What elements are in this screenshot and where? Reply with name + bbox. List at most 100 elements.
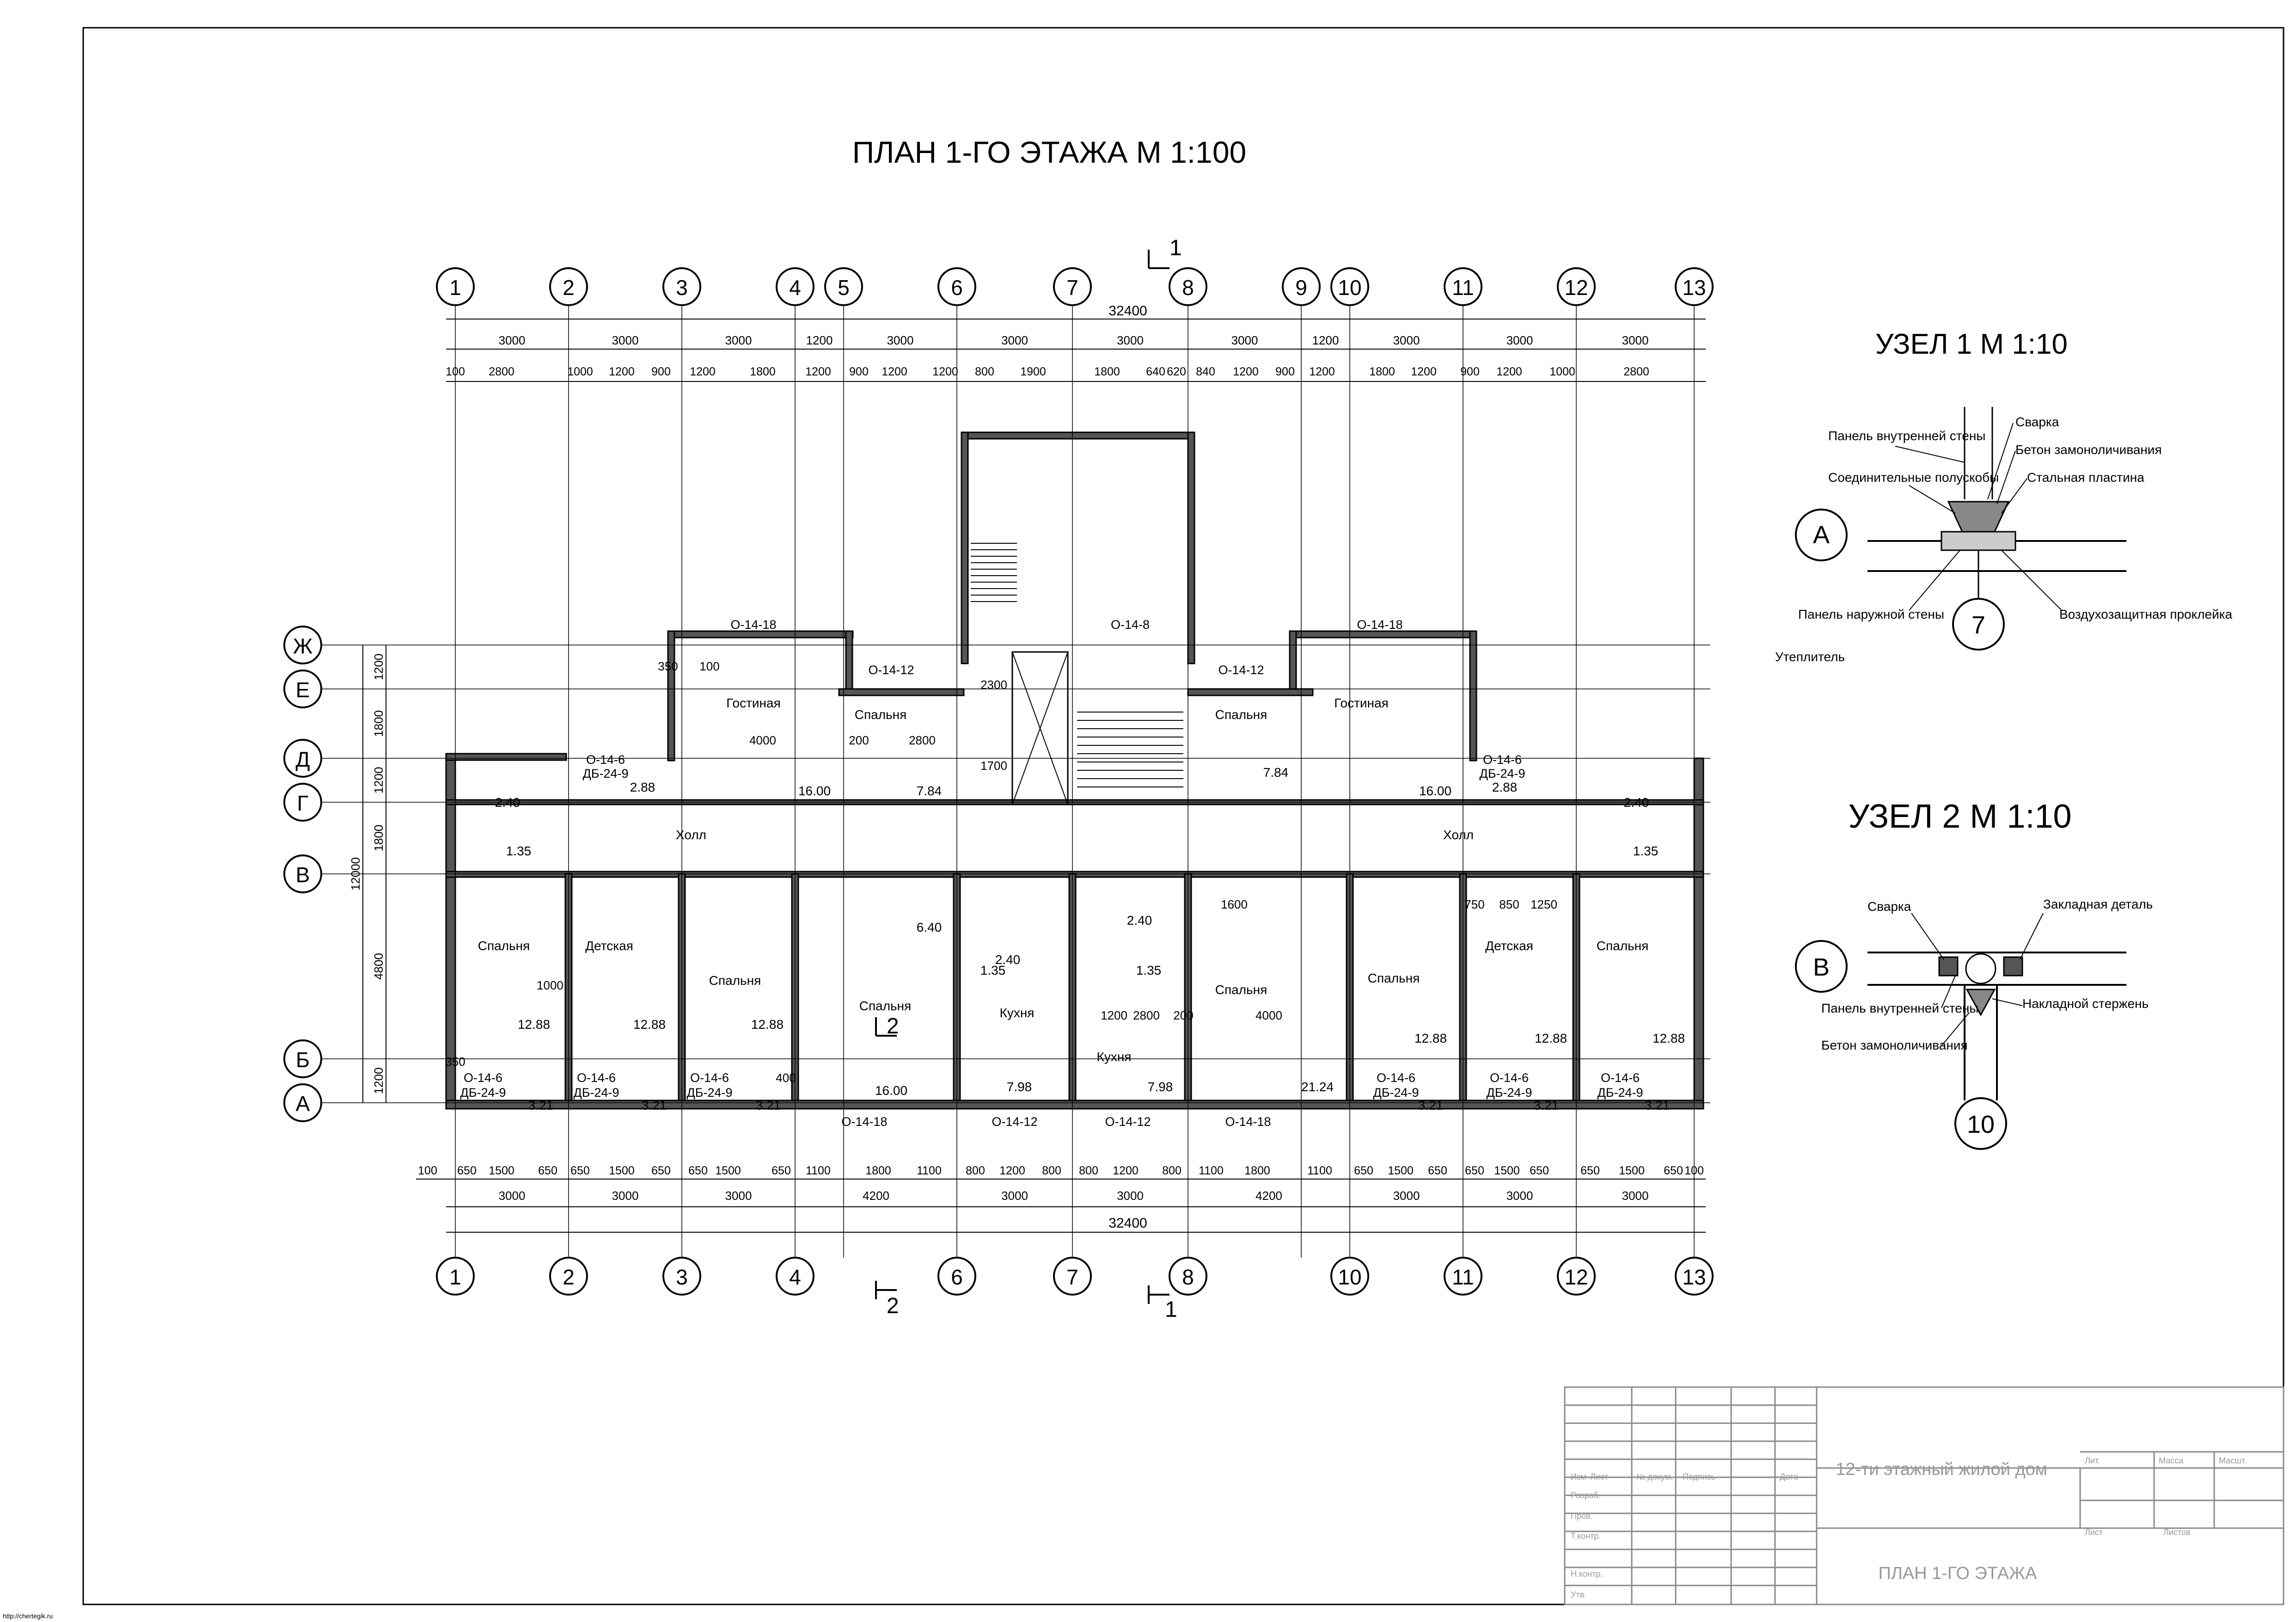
- node-2-plate-left: [1938, 956, 1959, 977]
- title-block-sheet-title: ПЛАН 1-ГО ЭТАЖА: [1879, 1564, 2038, 1583]
- dim-top1-10: 3000: [1506, 333, 1533, 347]
- wall-right: [1693, 757, 1704, 1106]
- area-label-8: 2.40: [1624, 795, 1649, 810]
- wall-top-seg-1: [445, 753, 567, 761]
- dim-bottom1-19: 1100: [1199, 1164, 1224, 1177]
- dim-top1-2: 3000: [725, 333, 752, 347]
- dim-top1-3: 1200: [806, 333, 833, 347]
- area-label-21: 16.00: [875, 1083, 907, 1098]
- wall-stair-left: [961, 431, 969, 664]
- dim-top2-16: 840: [1196, 365, 1215, 378]
- dim-top2-0: 100: [446, 365, 465, 378]
- node-1-axis-label: А: [1813, 521, 1830, 549]
- dim-bottom1-22: 650: [1354, 1164, 1373, 1177]
- dim-bottom1-7: 650: [688, 1164, 708, 1177]
- dim-top1-0: 3000: [499, 333, 526, 347]
- dim-bottom1-15: 800: [1042, 1164, 1061, 1177]
- dim-bottom2-8: 3000: [1506, 1189, 1533, 1203]
- window-db249-b3: ДБ-24-9: [686, 1086, 732, 1100]
- dim-top2-22: 900: [1460, 365, 1480, 378]
- axis-label-top-0: 1: [449, 276, 461, 300]
- window-db249-b1: ДБ-24-9: [460, 1086, 506, 1100]
- area-label-22: 7.98: [1007, 1080, 1032, 1094]
- axis-label-top-9: 10: [1338, 276, 1361, 300]
- wall-stair-top: [961, 431, 1194, 440]
- dim-bottom1-0: 100: [418, 1164, 437, 1177]
- sheet-frame: [82, 27, 2284, 1605]
- axis-label-left-2: Д: [295, 747, 310, 771]
- window-o1412-top-left: О-14-12: [868, 663, 914, 677]
- axis-label-top-5: 6: [951, 276, 963, 300]
- dim-bottom2-9: 3000: [1622, 1189, 1649, 1203]
- misc-dim-8: 750: [1464, 897, 1484, 911]
- axis-marker-bottom-0: [436, 1257, 475, 1296]
- node-2-title: УЗЕЛ 2 М 1:10: [1848, 798, 2071, 835]
- dim-bottom1-31: 100: [1684, 1164, 1704, 1177]
- axis-label-bottom-9: 12: [1564, 1265, 1588, 1289]
- node-1-joint: [1947, 501, 2010, 533]
- area-label-3: 16.00: [798, 784, 831, 798]
- area-label-13: 2.40: [1127, 913, 1152, 928]
- area-label-25: 3.21: [1418, 1098, 1444, 1112]
- title-block-row-prov: Пров.: [1571, 1511, 1593, 1521]
- misc-dim-2: 4000: [749, 733, 776, 747]
- dim-bottom1-25: 650: [1465, 1164, 1484, 1177]
- axis-label-top-8: 9: [1295, 276, 1307, 300]
- room-bedroom-top-left: Спальня: [855, 707, 907, 722]
- dim-bottom1-2: 1500: [489, 1164, 514, 1177]
- area-label-19: 12.88: [1535, 1031, 1567, 1045]
- room-kitchen-left: Кухня: [1000, 1006, 1035, 1020]
- title-block-sheet-label: Лист: [2085, 1528, 2103, 1537]
- misc-dim-10: 1250: [1531, 897, 1557, 911]
- section-2-label-mid: 2: [887, 1014, 899, 1038]
- dim-bottom2-2: 3000: [725, 1189, 752, 1203]
- dim-bottom1-17: 1200: [1113, 1164, 1139, 1177]
- dim-top2-11: 800: [975, 365, 994, 378]
- axis-marker-bottom-1: [549, 1257, 588, 1296]
- node-1-number-label: 7: [1971, 611, 1985, 639]
- area-label-28: 3.21: [528, 1098, 554, 1112]
- dim-top2-21: 1200: [1411, 365, 1437, 378]
- axis-label-bottom-0: 1: [449, 1265, 461, 1289]
- dim-bottom1-4: 650: [570, 1164, 590, 1177]
- dim-bottom1-26: 1500: [1494, 1164, 1520, 1177]
- dim-top2-7: 1200: [805, 365, 831, 378]
- dim-top2-17: 1200: [1233, 365, 1259, 378]
- window-o1412-bottom-right: О-14-12: [1105, 1115, 1151, 1129]
- axis-marker-bottom-9: [1557, 1257, 1596, 1296]
- node-2-number-marker: [1954, 1097, 2007, 1150]
- window-o146-right: О-14-6: [1483, 753, 1522, 767]
- axis-marker-top-10: [1444, 267, 1482, 306]
- wall-bottom: [445, 1100, 1704, 1110]
- window-o146-b1: О-14-6: [464, 1071, 502, 1085]
- window-o146-b5: О-14-6: [1490, 1071, 1529, 1085]
- axis-label-left-6: А: [296, 1092, 310, 1116]
- title-block-row-utv: Утв.: [1571, 1590, 1586, 1599]
- wall-stair-right: [1187, 431, 1195, 664]
- window-db249-b6: ДБ-24-9: [1597, 1086, 1643, 1100]
- dim-bottom1-21: 1100: [1307, 1164, 1332, 1177]
- axis-label-bottom-2: 3: [676, 1265, 688, 1289]
- misc-dim-0: 350: [658, 659, 678, 673]
- window-o1418-bottom-right: О-14-18: [1225, 1115, 1271, 1129]
- dim-bottom1-10: 1100: [806, 1164, 831, 1177]
- window-o148-top: О-14-8: [1111, 618, 1150, 632]
- axis-marker-top-12: [1675, 267, 1714, 306]
- dim-bottom1-1: 650: [457, 1164, 477, 1177]
- axis-marker-bottom-5: [1053, 1257, 1092, 1296]
- misc-dim-16: 200: [1173, 1008, 1193, 1022]
- elevator-shaft-1: [1011, 651, 1069, 805]
- axis-marker-top-2: [662, 267, 701, 306]
- dim-top1-11: 3000: [1622, 333, 1649, 347]
- dim-top2-20: 1800: [1369, 365, 1395, 378]
- room-bedroom-top-right: Спальня: [1215, 707, 1267, 722]
- dim-top2-19: 1200: [1309, 365, 1335, 378]
- area-label-23: 7.98: [1148, 1080, 1173, 1094]
- axis-label-bottom-7: 10: [1338, 1265, 1361, 1289]
- area-label-10: 6.40: [917, 920, 942, 934]
- node-1-title: УЗЕЛ 1 М 1:10: [1875, 328, 2068, 360]
- axis-marker-bottom-8: [1444, 1257, 1482, 1296]
- footer-url: http://chertegik.ru: [3, 1612, 53, 1620]
- area-label-1: 2.40: [495, 795, 520, 810]
